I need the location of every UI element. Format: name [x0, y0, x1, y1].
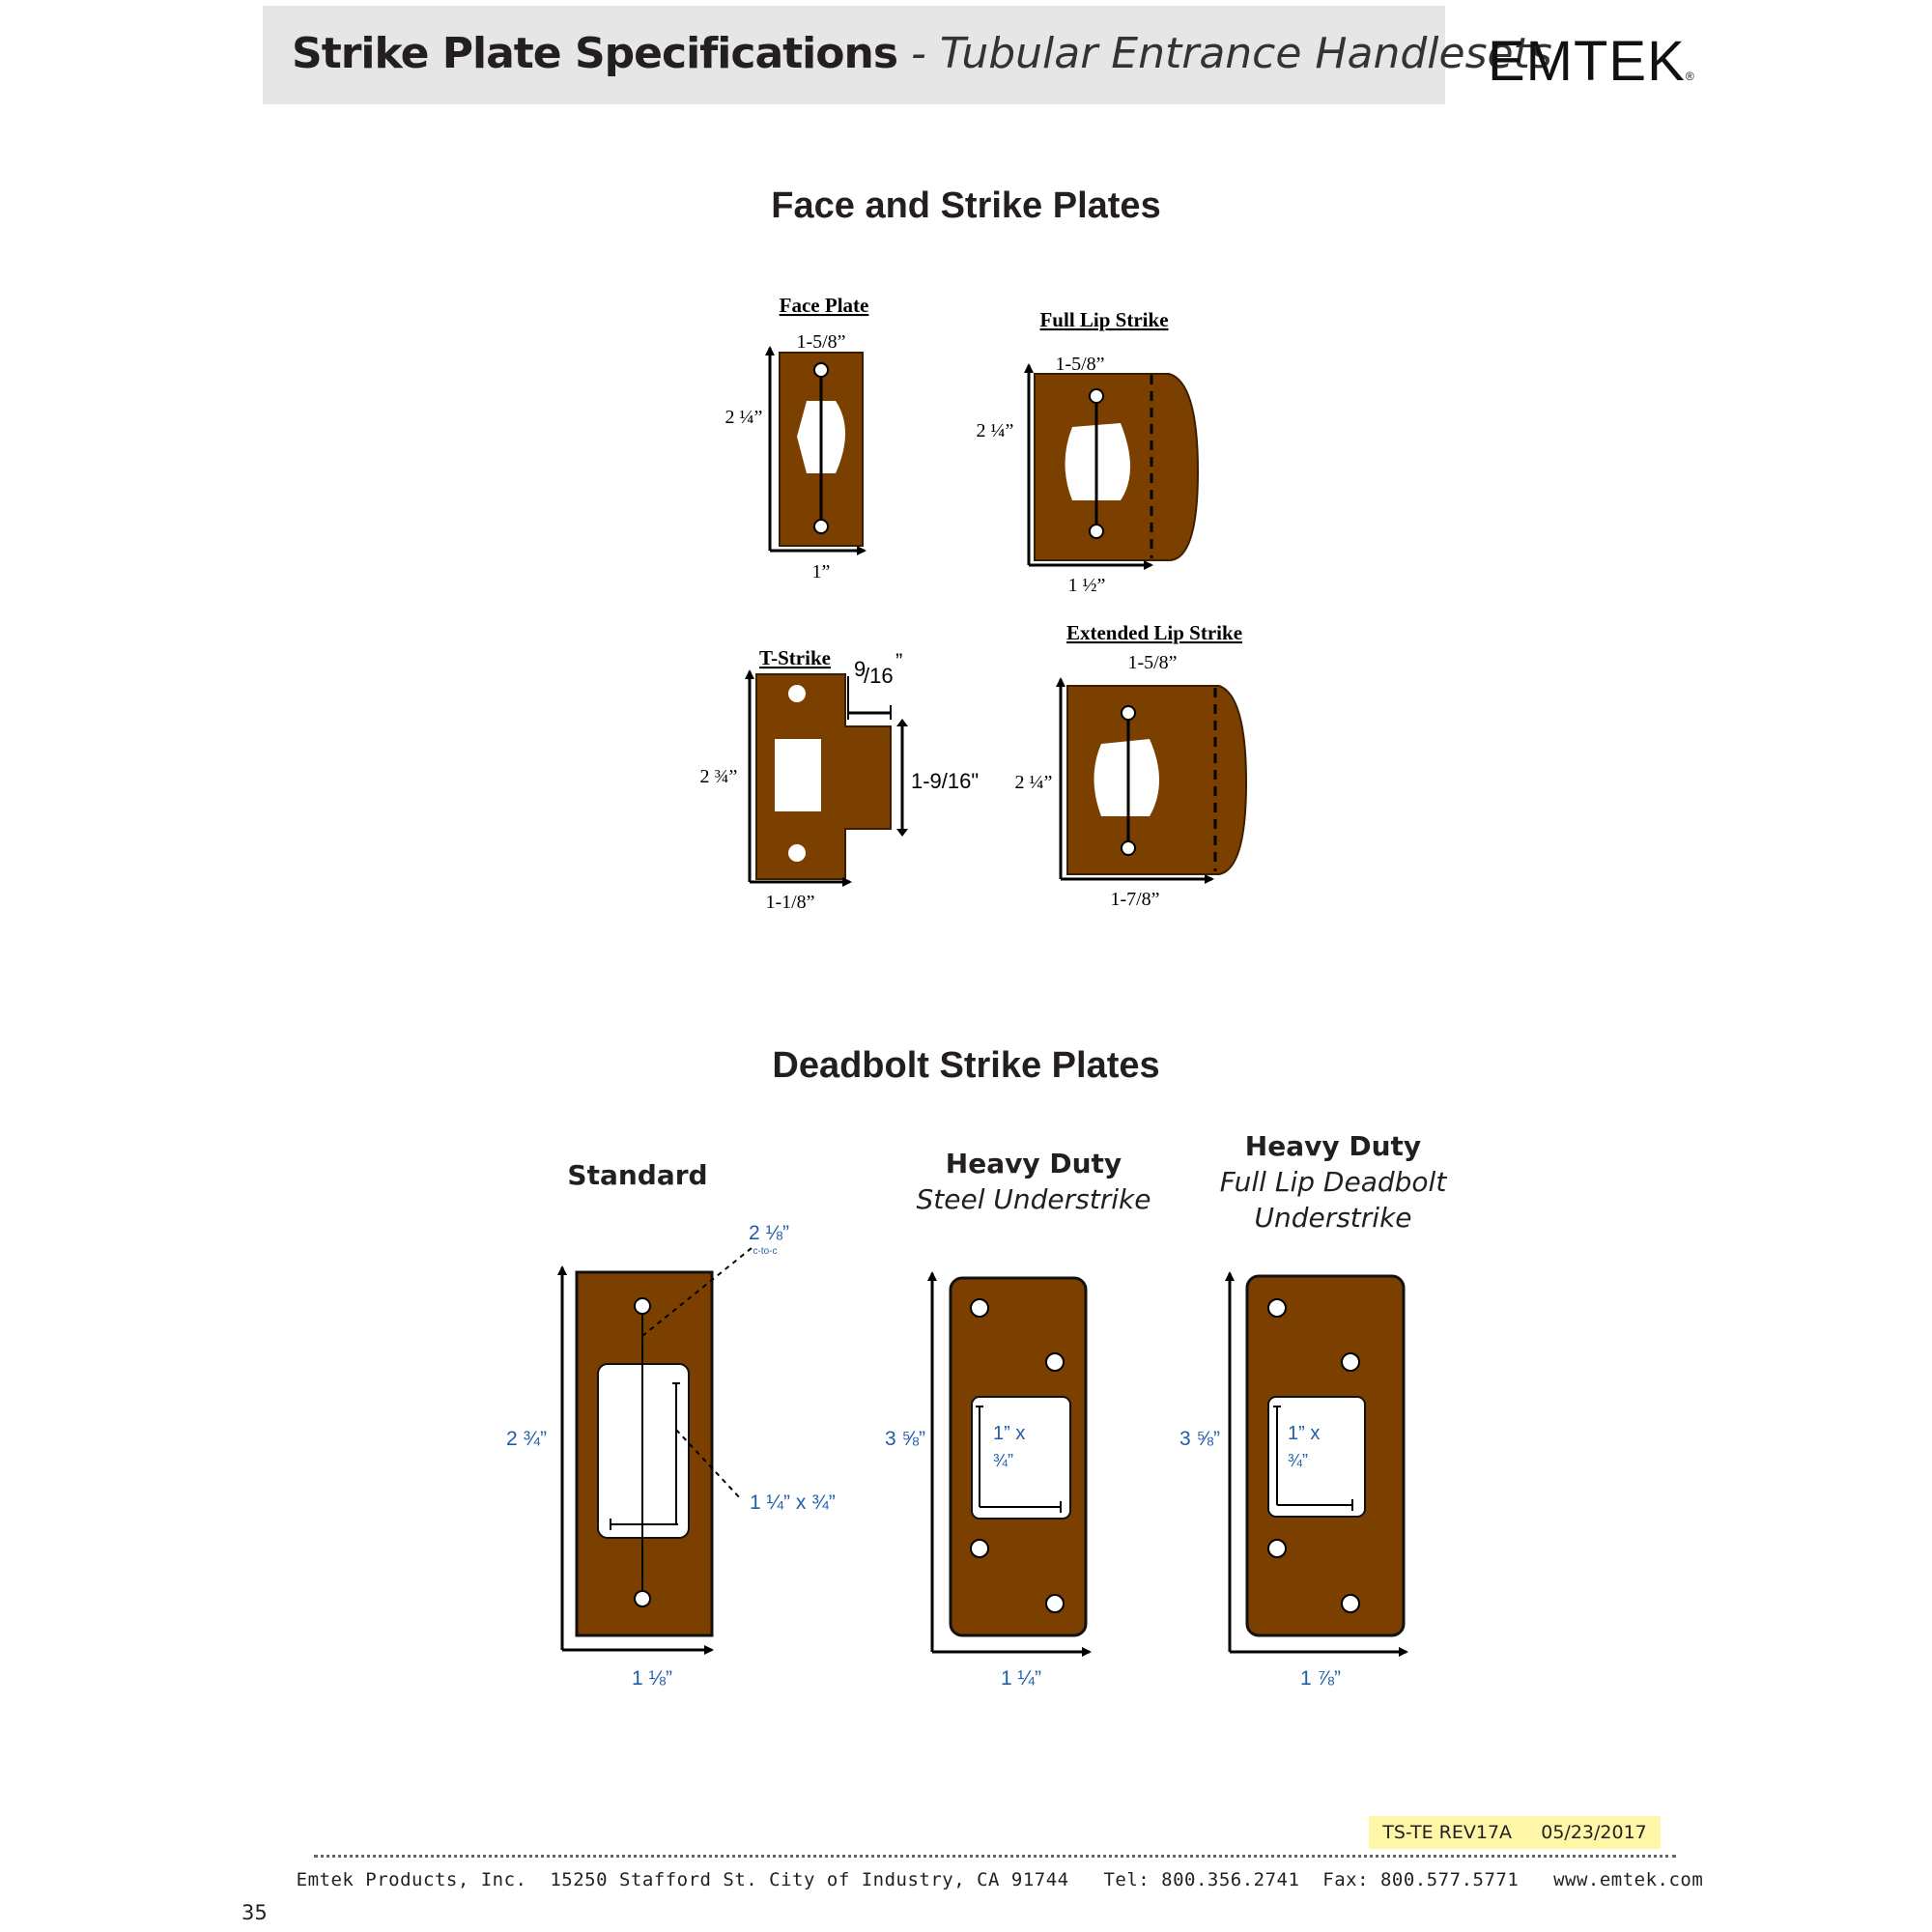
full-lip-screw-bottom: [1089, 524, 1104, 539]
page-number: 35: [242, 1901, 268, 1924]
extended-lip-top-dim: 1-5/8”: [1127, 652, 1177, 673]
heavy-duty-full-screw-1: [1267, 1298, 1287, 1318]
t-strike-screw-bottom: [788, 844, 806, 862]
footer: Emtek Products, Inc. 15250 Stafford St. …: [0, 1869, 1932, 1890]
header-bar: Strike Plate Specifications - Tubular En…: [263, 6, 1552, 104]
revision-date: 05/23/2017: [1541, 1822, 1647, 1843]
footer-tel: Tel: 800.356.2741: [1103, 1869, 1300, 1890]
t-strike-lip-den: /16: [864, 664, 894, 688]
heavy-duty-full-bottom-dim: 1 ⅞”: [1300, 1667, 1341, 1690]
t-strike-lip-mark: ”: [895, 649, 902, 673]
full-lip-top-dim: 1-5/8”: [1055, 354, 1104, 375]
heavy-duty-full-bolt-hole: [1267, 1396, 1366, 1518]
face-plate-title: Face Plate: [780, 294, 869, 317]
heavy-duty-full-screw-4: [1341, 1594, 1360, 1613]
heavy-duty-title: Heavy Duty Steel Understrike: [916, 1148, 1151, 1215]
face-plate-bottom-dim: 1”: [812, 561, 831, 582]
heavy-duty-diagram: 1” x ¾” 3 ⅝” 1 ¼”: [885, 1271, 1092, 1690]
face-plate-screw-bottom: [813, 519, 829, 534]
standard-title: Standard: [567, 1159, 708, 1191]
heavy-duty-full-screw-3: [1267, 1539, 1287, 1558]
deadbolt-section-title: Deadbolt Strike Plates: [772, 1045, 1160, 1086]
footer-address: 15250 Stafford St. City of Industry, CA …: [550, 1869, 1069, 1890]
brand-name: EMTEK: [1488, 30, 1686, 93]
extended-lip-side-dim: 2 ¼”: [1015, 772, 1053, 793]
standard-screw-top: [634, 1297, 651, 1315]
revision-badge: TS-TE REV17A 05/23/2017: [1369, 1816, 1661, 1849]
page-title: Strike Plate Specifications - Tubular En…: [292, 29, 1552, 78]
full-lip-title: Full Lip Strike: [1039, 308, 1168, 331]
emtek-logo: EMTEK®: [1488, 29, 1695, 94]
extended-lip-latch-hole: [1094, 739, 1159, 816]
standard-deadbolt-diagram: 2 ⅛” c-to-c 1 ¼” x ¾” 2 ¾” 1 ⅛”: [506, 1222, 836, 1690]
full-lip-screw-top: [1089, 388, 1104, 404]
t-strike-title: T-Strike: [759, 646, 831, 669]
footer-website-link[interactable]: www.emtek.com: [1553, 1869, 1704, 1890]
t-strike-diagram: T-Strike 9 /16 ” 1-9/16" 2 ¾” 1-1/8”: [700, 646, 980, 913]
title-italic: - Tubular Entrance Handlesets: [897, 29, 1552, 78]
heavy-duty-full-cut-width: 1” x: [1288, 1423, 1320, 1444]
standard-screw-bottom: [634, 1590, 651, 1607]
heavy-duty-cut-height: ¾”: [993, 1451, 1013, 1470]
standard-cutout-dim: 1 ¼” x ¾”: [750, 1492, 836, 1514]
heavy-duty-full-side-dim: 3 ⅝”: [1179, 1428, 1220, 1450]
heavy-duty-side-dim: 3 ⅝”: [885, 1428, 925, 1450]
footer-divider: [314, 1855, 1676, 1858]
heavy-duty-screw-3: [970, 1539, 989, 1558]
extended-lip-title: Extended Lip Strike: [1066, 621, 1242, 644]
registered-mark: ®: [1685, 70, 1695, 83]
t-strike-body: [755, 673, 892, 880]
extended-lip-bottom-dim: 1-7/8”: [1110, 889, 1159, 910]
full-lip-side-dim: 2 ¼”: [977, 420, 1014, 441]
footer-company: Emtek Products, Inc.: [296, 1869, 527, 1890]
full-lip-bottom-dim: 1 ½”: [1068, 575, 1106, 596]
t-strike-lip-num: 9: [854, 657, 866, 681]
standard-bottom-dim: 1 ⅛”: [632, 1667, 672, 1690]
standard-side-dim: 2 ¾”: [506, 1428, 547, 1450]
heavy-duty-screw-4: [1045, 1594, 1065, 1613]
face-plate-side-dim: 2 ¼”: [725, 407, 763, 428]
t-strike-side-dim: 2 ¾”: [700, 766, 738, 787]
standard-c2c-dim: 2 ⅛”: [749, 1222, 789, 1244]
extended-lip-strike-diagram: Extended Lip Strike 1-5/8” 2 ¼” 1-7/8”: [1015, 621, 1248, 910]
face-plate-diagram: Face Plate 1-5/8” 2 ¼” 1”: [725, 294, 869, 582]
heavy-duty-full-screw-2: [1341, 1352, 1360, 1372]
heavy-duty-full-cut-height: ¾”: [1288, 1451, 1308, 1470]
extended-lip-screw-top: [1121, 705, 1136, 721]
t-strike-screw-top: [788, 685, 806, 702]
t-strike-lip-height: 1-9/16": [911, 769, 979, 793]
standard-c2c-note: c-to-c: [753, 1246, 778, 1257]
title-bold: Strike Plate Specifications: [292, 29, 898, 78]
heavy-duty-screw-1: [970, 1298, 989, 1318]
heavy-duty-screw-2: [1045, 1352, 1065, 1372]
extended-lip-screw-bottom: [1121, 840, 1136, 856]
revision-code: TS-TE REV17A: [1382, 1822, 1513, 1843]
heavy-duty-bottom-dim: 1 ¼”: [1001, 1667, 1041, 1690]
heavy-duty-full-lip-title: Heavy Duty Full Lip Deadbolt Understrike: [1219, 1130, 1447, 1234]
footer-fax: Fax: 800.577.5771: [1322, 1869, 1520, 1890]
t-strike-latch-hole: [775, 739, 821, 811]
heavy-duty-cut-width: 1” x: [993, 1423, 1025, 1444]
full-lip-strike-diagram: Full Lip Strike 1-5/8” 2 ¼” 1 ½”: [977, 308, 1200, 596]
face-strike-section-title: Face and Strike Plates: [771, 185, 1161, 226]
face-plate-screw-top: [813, 362, 829, 378]
t-strike-bottom-dim: 1-1/8”: [765, 892, 814, 913]
heavy-duty-bolt-hole: [971, 1396, 1071, 1520]
heavy-duty-full-lip-diagram: 1” x ¾” 3 ⅝” 1 ⅞”: [1179, 1271, 1408, 1690]
face-plate-top-dim: 1-5/8”: [796, 331, 845, 353]
